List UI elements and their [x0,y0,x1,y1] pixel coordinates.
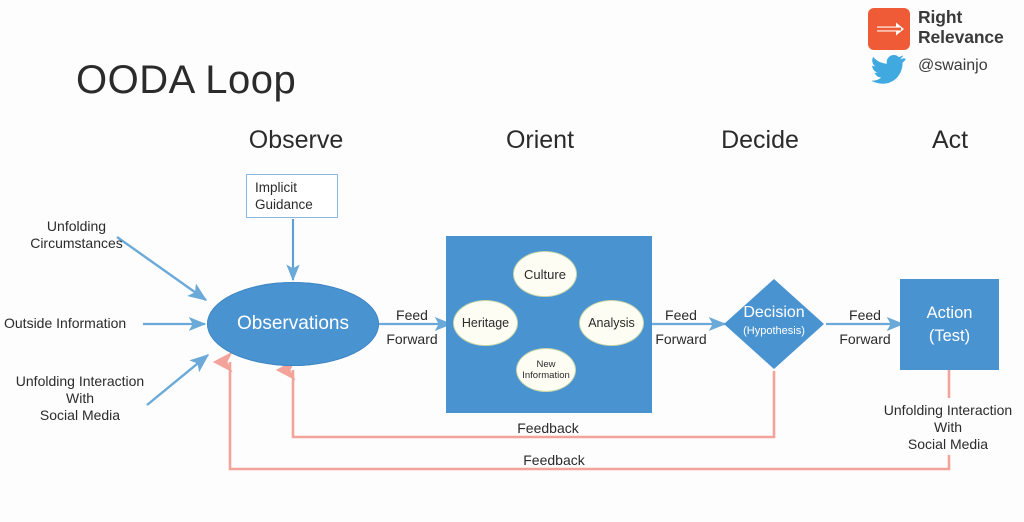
oval-heritage: Heritage [453,300,518,346]
input-unfolding-interaction-line3: Social Media [39,407,121,423]
observations-label: Observations [237,313,349,334]
feed-forward-label-3-line1: Feed [849,307,881,323]
implicit-guidance-line2: Guidance [255,197,313,212]
input-unfolding-circumstances-line1: Unfolding [46,218,107,234]
decision-label-line1: Decision [743,304,805,321]
feed-forward-label-2: Feed Forward [654,303,708,351]
page-title: OODA Loop [76,58,297,102]
oval-new-information-line2: Information [522,370,570,381]
phase-label-observe: Observe [248,126,344,154]
feed-forward-label-1: Feed Forward [385,303,439,351]
feedback-label-2: Feedback [523,452,585,468]
feedback-label-1: Feedback [517,420,579,436]
oval-heritage-label: Heritage [461,316,510,330]
oval-culture-label: Culture [524,266,566,282]
oval-culture: Culture [513,251,577,297]
feed-forward-label-1-line1: Feed [396,307,428,323]
brand-name-line2: Relevance [918,27,1004,47]
input-unfolding-interaction-line1: Unfolding Interaction [15,373,145,389]
implicit-guidance-box: Implicit Guidance [246,174,338,218]
feed-forward-label-2-line1: Feed [665,307,697,323]
input-outside-information-line1: Outside Information [4,315,127,331]
input-unfolding-interaction: Unfolding Interaction With Social Media [0,373,160,424]
phase-label-orient: Orient [505,126,575,154]
decision-label-group: Decision (Hypothesis) [722,303,826,341]
twitter-bird-icon[interactable] [870,54,906,84]
brand-block: Right Relevance @swainjo [868,5,1020,87]
decision-diamond [724,279,824,369]
phase-label-decide: Decide [721,126,799,154]
right-relevance-logo-icon [868,8,910,50]
feed-forward-label-1-line2: Forward [386,331,438,347]
brand-name: Right Relevance [918,7,1023,47]
brand-name-line1: Right [918,7,963,27]
observations-node: Observations [207,282,379,366]
feed-forward-label-3-line2: Forward [839,331,891,347]
output-unfolding-interaction-line1: Unfolding Interaction [883,402,1013,418]
input-unfolding-interaction-line2: With [66,390,94,406]
oval-analysis-label: Analysis [588,316,635,330]
feed-forward-label-2-line2: Forward [655,331,707,347]
action-label-line1: Action [926,303,973,322]
twitter-handle: @swainjo [918,57,988,74]
output-unfolding-interaction-line2: With [934,419,962,435]
output-unfolding-interaction-line3: Social Media [907,436,989,452]
output-unfolding-interaction: Unfolding Interaction With Social Media [872,402,1024,453]
implicit-guidance-line1: Implicit [255,180,298,195]
oval-new-information: New Information [516,348,576,392]
action-label-line2: (Test) [928,326,971,345]
input-unfolding-circumstances: Unfolding Circumstances [14,218,139,252]
input-unfolding-circumstances-line2: Circumstances [30,235,123,251]
feed-forward-label-3: Feed Forward [838,303,892,351]
decision-label-line2: (Hypothesis) [743,325,805,337]
action-box: Action (Test) [900,279,999,370]
oval-analysis: Analysis [579,300,644,346]
input-outside-information: Outside Information [4,315,146,332]
phase-label-act: Act [931,126,969,154]
oval-new-information-line1: New [536,359,556,370]
